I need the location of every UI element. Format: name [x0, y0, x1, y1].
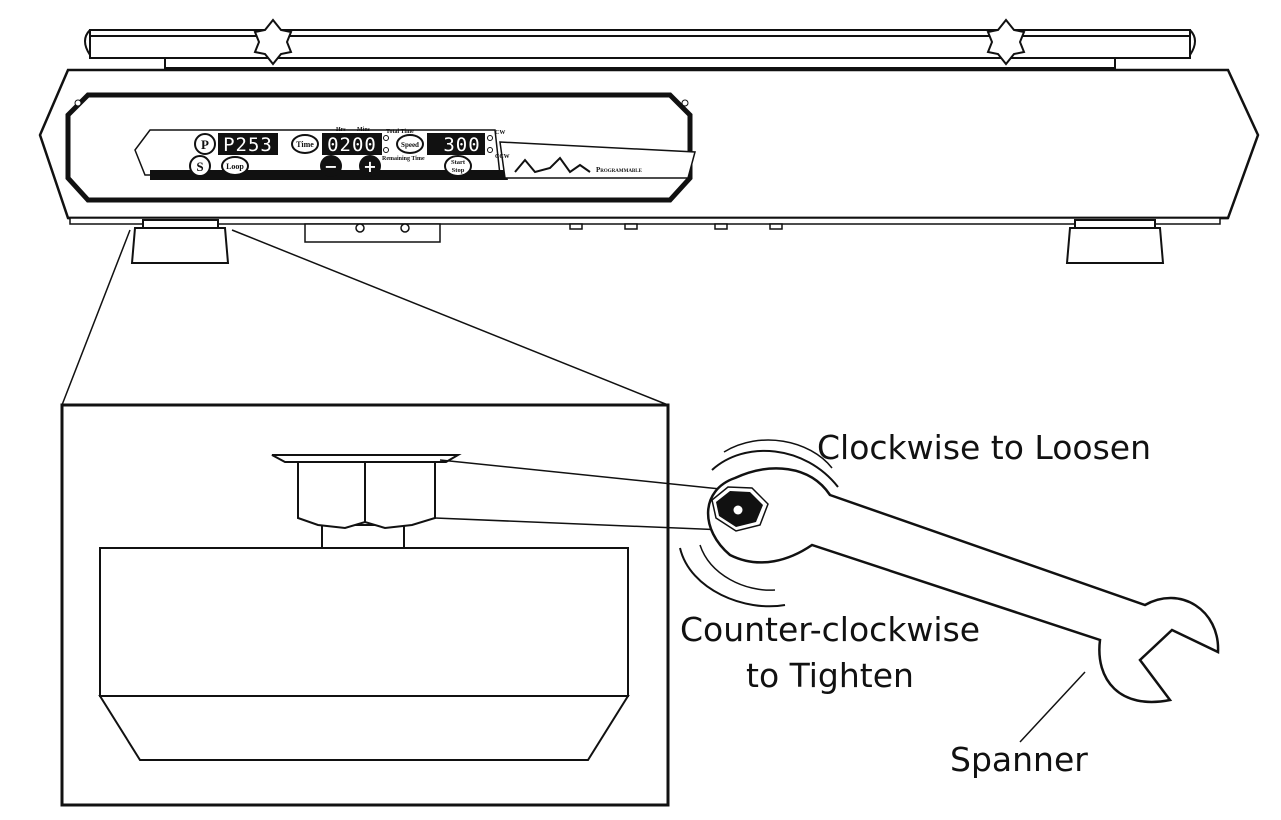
spanner-leader — [1019, 671, 1086, 743]
spanner-label: Spanner — [950, 740, 1088, 779]
foot-left — [130, 219, 230, 264]
svg-text:+: + — [363, 157, 376, 176]
speed-button[interactable]: Speed — [396, 134, 424, 154]
time-button[interactable]: Time — [291, 134, 319, 154]
program-display: P253 — [218, 133, 278, 156]
svg-text:Speed: Speed — [401, 141, 419, 149]
speed-display: 300 CW CCW — [427, 130, 510, 160]
top-rail — [84, 29, 1196, 69]
svg-text:Total Time: Total Time — [386, 129, 414, 135]
svg-text:P: P — [201, 137, 209, 152]
minus-button[interactable]: − — [320, 155, 342, 177]
svg-text:300: 300 — [443, 134, 480, 156]
svg-text:Start: Start — [451, 159, 466, 166]
svg-text:−: − — [324, 157, 337, 176]
foot-right — [1065, 219, 1165, 264]
p-button[interactable]: P — [194, 133, 216, 155]
tighten-label-line2: to Tighten — [746, 656, 914, 695]
zoom-lines — [61, 229, 669, 406]
svg-text:Mins: Mins — [357, 127, 371, 133]
plus-button[interactable]: + — [359, 155, 381, 177]
inset-foot — [98, 547, 630, 761]
svg-text:0200: 0200 — [327, 134, 377, 156]
svg-text:Programmable: Programmable — [596, 166, 643, 174]
svg-text:Hrs: Hrs — [336, 127, 346, 133]
loosen-label: Clockwise to Loosen — [817, 428, 1151, 467]
rail-knob-left — [253, 18, 293, 66]
tighten-label-line1: Counter-clockwise — [680, 610, 980, 649]
svg-text:CCW: CCW — [495, 154, 510, 160]
projection-lines — [434, 459, 731, 531]
start-stop-button[interactable]: Start Stop — [444, 155, 472, 177]
hex-nut-icon — [711, 486, 769, 532]
svg-text:Time: Time — [296, 140, 314, 149]
svg-text:CW: CW — [495, 130, 505, 136]
inset-nut — [271, 454, 462, 549]
svg-text:S: S — [196, 159, 203, 174]
base-strip — [69, 217, 1221, 243]
loosen-arc — [711, 439, 839, 488]
time-display: 0200 Hrs Mins Total Time Remaining Time — [322, 127, 425, 162]
svg-text:Loop: Loop — [226, 162, 244, 171]
spanner — [706, 467, 1220, 704]
svg-text:Stop: Stop — [452, 167, 465, 174]
rail-knob-right — [986, 18, 1026, 66]
svg-text:P253: P253 — [223, 134, 273, 156]
svg-text:Remaining Time: Remaining Time — [382, 156, 425, 162]
s-button[interactable]: S — [189, 155, 211, 177]
loop-button[interactable]: Loop — [221, 156, 249, 176]
tighten-arc — [679, 544, 786, 608]
brand-logo: Programmable — [514, 156, 643, 174]
